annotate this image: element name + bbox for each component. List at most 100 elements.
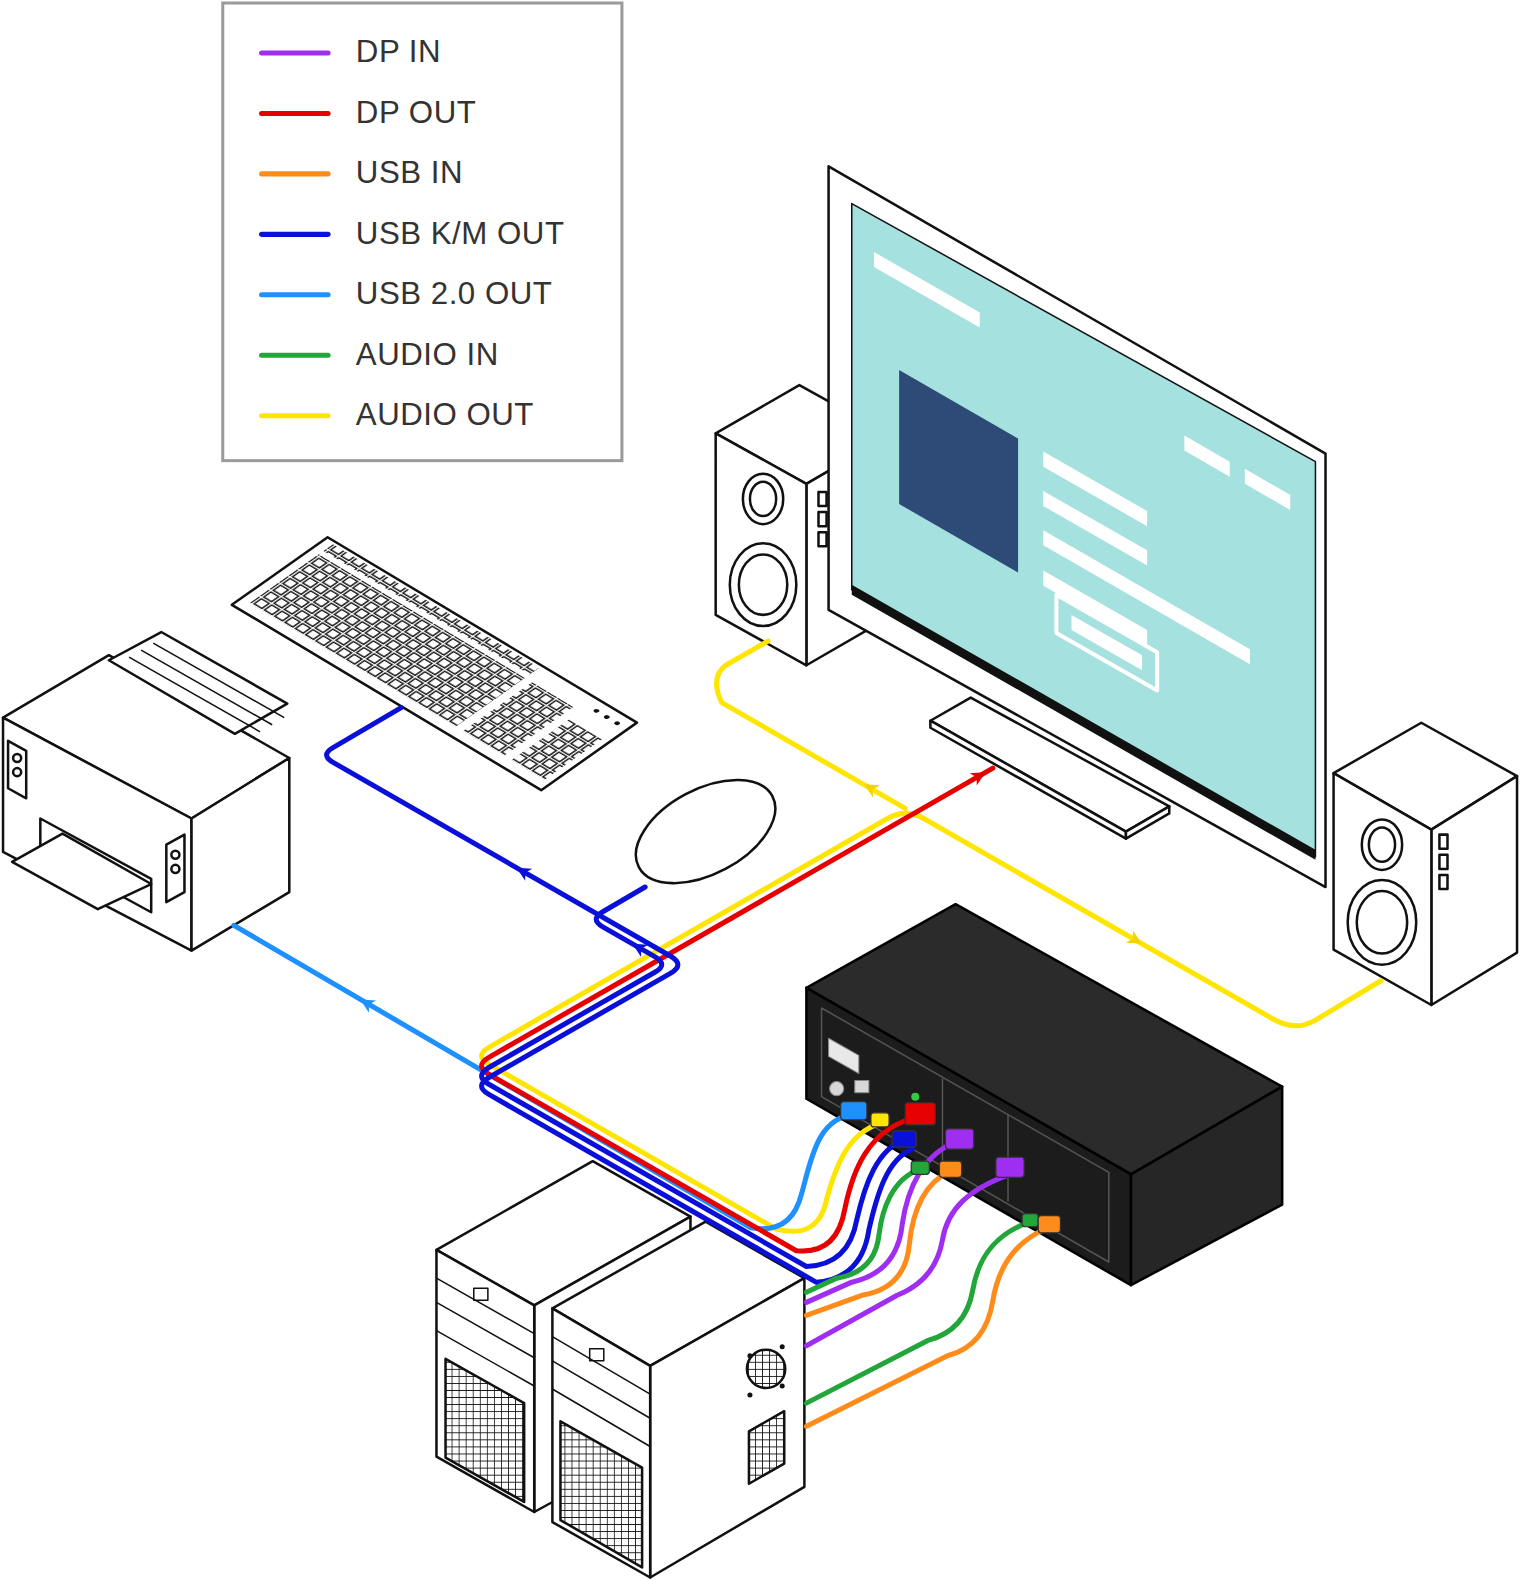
speaker-left-part — [818, 512, 826, 526]
computer-front-part — [747, 1353, 752, 1358]
flow-arrows-part — [513, 862, 532, 881]
monitor-part — [1072, 615, 1143, 670]
dp-in-cable — [806, 1141, 957, 1302]
legend-label: USB 2.0 OUT — [356, 274, 553, 314]
legend-label: AUDIO IN — [356, 335, 499, 375]
speaker-right-part — [1439, 835, 1447, 849]
kvm-switch-part — [1131, 1087, 1282, 1286]
monitor-part-part — [1245, 469, 1290, 510]
printer-part — [166, 835, 184, 903]
monitor-part-part — [1043, 452, 1147, 527]
mouse — [619, 759, 792, 905]
computer-front-part — [780, 1344, 785, 1349]
speaker-right-part — [1348, 880, 1417, 965]
usb-2-cable — [234, 925, 855, 1228]
printer-part — [13, 768, 21, 776]
flow-arrows-part — [357, 993, 376, 1012]
legend-label: USB K/M OUT — [356, 214, 565, 254]
speaker-right-part — [1439, 875, 1447, 889]
computer-front-part — [780, 1383, 785, 1388]
kvm-switch-part — [830, 1082, 844, 1096]
legend-entry: USB IN — [259, 153, 463, 193]
flow-arrows-part — [861, 778, 880, 797]
flow-arrows-part — [629, 938, 648, 957]
monitor-part — [1056, 595, 1157, 691]
computer-back-part — [436, 1250, 534, 1512]
computer-front-part — [747, 1393, 752, 1398]
speaker-right-part — [1362, 820, 1402, 870]
computer-front — [552, 1222, 804, 1578]
usb-in-cable — [806, 1228, 1048, 1427]
plugs-part — [905, 1103, 935, 1125]
legend-entry: DP OUT — [259, 93, 476, 133]
audio-in-cable — [806, 1222, 1030, 1403]
plugs-part — [946, 1129, 974, 1149]
usb-in-cable — [806, 1171, 949, 1315]
monitor-part — [1126, 806, 1169, 838]
monitor-part-part — [874, 252, 980, 328]
plugs-part — [892, 1131, 916, 1147]
computer-front-part — [650, 1278, 804, 1577]
speaker-left-part — [743, 474, 783, 524]
printer-part — [109, 632, 287, 734]
printer-part — [192, 758, 290, 951]
cables — [234, 641, 1381, 1426]
flow-arrows-part — [970, 766, 989, 785]
computer-front-part — [552, 1308, 650, 1577]
legend-frame — [223, 3, 622, 461]
plugs-part — [996, 1157, 1024, 1177]
kvm-switch-part — [911, 1093, 919, 1101]
printer-part — [171, 865, 179, 873]
legend-label: USB IN — [356, 153, 463, 193]
plugs — [841, 1102, 1061, 1233]
printer-part — [171, 851, 179, 859]
printer-part — [13, 754, 21, 762]
dp-in-cable — [806, 1174, 1010, 1345]
computer-back-part — [474, 1288, 488, 1300]
monitor-part-part — [1043, 491, 1147, 566]
printer-part — [3, 718, 191, 951]
illustration-part — [3, 166, 1517, 1577]
legend-entry: AUDIO OUT — [259, 395, 534, 435]
legend-frame-part — [223, 3, 622, 461]
computer-front-part — [560, 1421, 642, 1567]
speaker-right-part — [1439, 855, 1447, 869]
keyboard-part — [603, 714, 611, 719]
legend-label: AUDIO OUT — [356, 395, 534, 435]
monitor-part — [852, 204, 1316, 857]
monitor-part — [899, 370, 1018, 573]
printer — [3, 632, 289, 951]
speaker-right-part — [1357, 891, 1407, 953]
kvm-switch-part — [829, 1038, 859, 1073]
legend-entry: USB K/M OUT — [259, 214, 564, 254]
kvm-switch-part — [942, 1079, 1008, 1202]
speaker-right-part — [1334, 773, 1432, 1005]
keyboard-part — [592, 708, 600, 713]
speaker-left-part — [750, 482, 776, 516]
printer-part — [129, 643, 284, 732]
speaker-right-part — [1431, 776, 1517, 1005]
legend-entry: DP IN — [259, 32, 441, 72]
keyboard-part — [232, 537, 637, 790]
plugs-part — [841, 1102, 867, 1120]
computer-front-part — [749, 1411, 784, 1484]
kvm-switch-part — [822, 1008, 1109, 1262]
printer-part — [8, 741, 26, 798]
keyboard-part — [613, 721, 621, 726]
speaker-right-part — [1369, 828, 1395, 862]
speaker-left-part — [818, 532, 826, 546]
legend-swatch — [259, 110, 331, 115]
speaker-left-part — [818, 492, 826, 506]
legend-swatch — [259, 352, 331, 357]
keyboard-part — [512, 719, 602, 779]
speaker-left-part — [716, 433, 807, 665]
monitor-part — [874, 252, 1290, 664]
monitor — [829, 166, 1326, 887]
computer-back-part — [446, 1359, 525, 1502]
legend-swatch — [259, 171, 331, 176]
legend-label: DP IN — [356, 32, 441, 72]
legend-swatch — [259, 413, 331, 418]
